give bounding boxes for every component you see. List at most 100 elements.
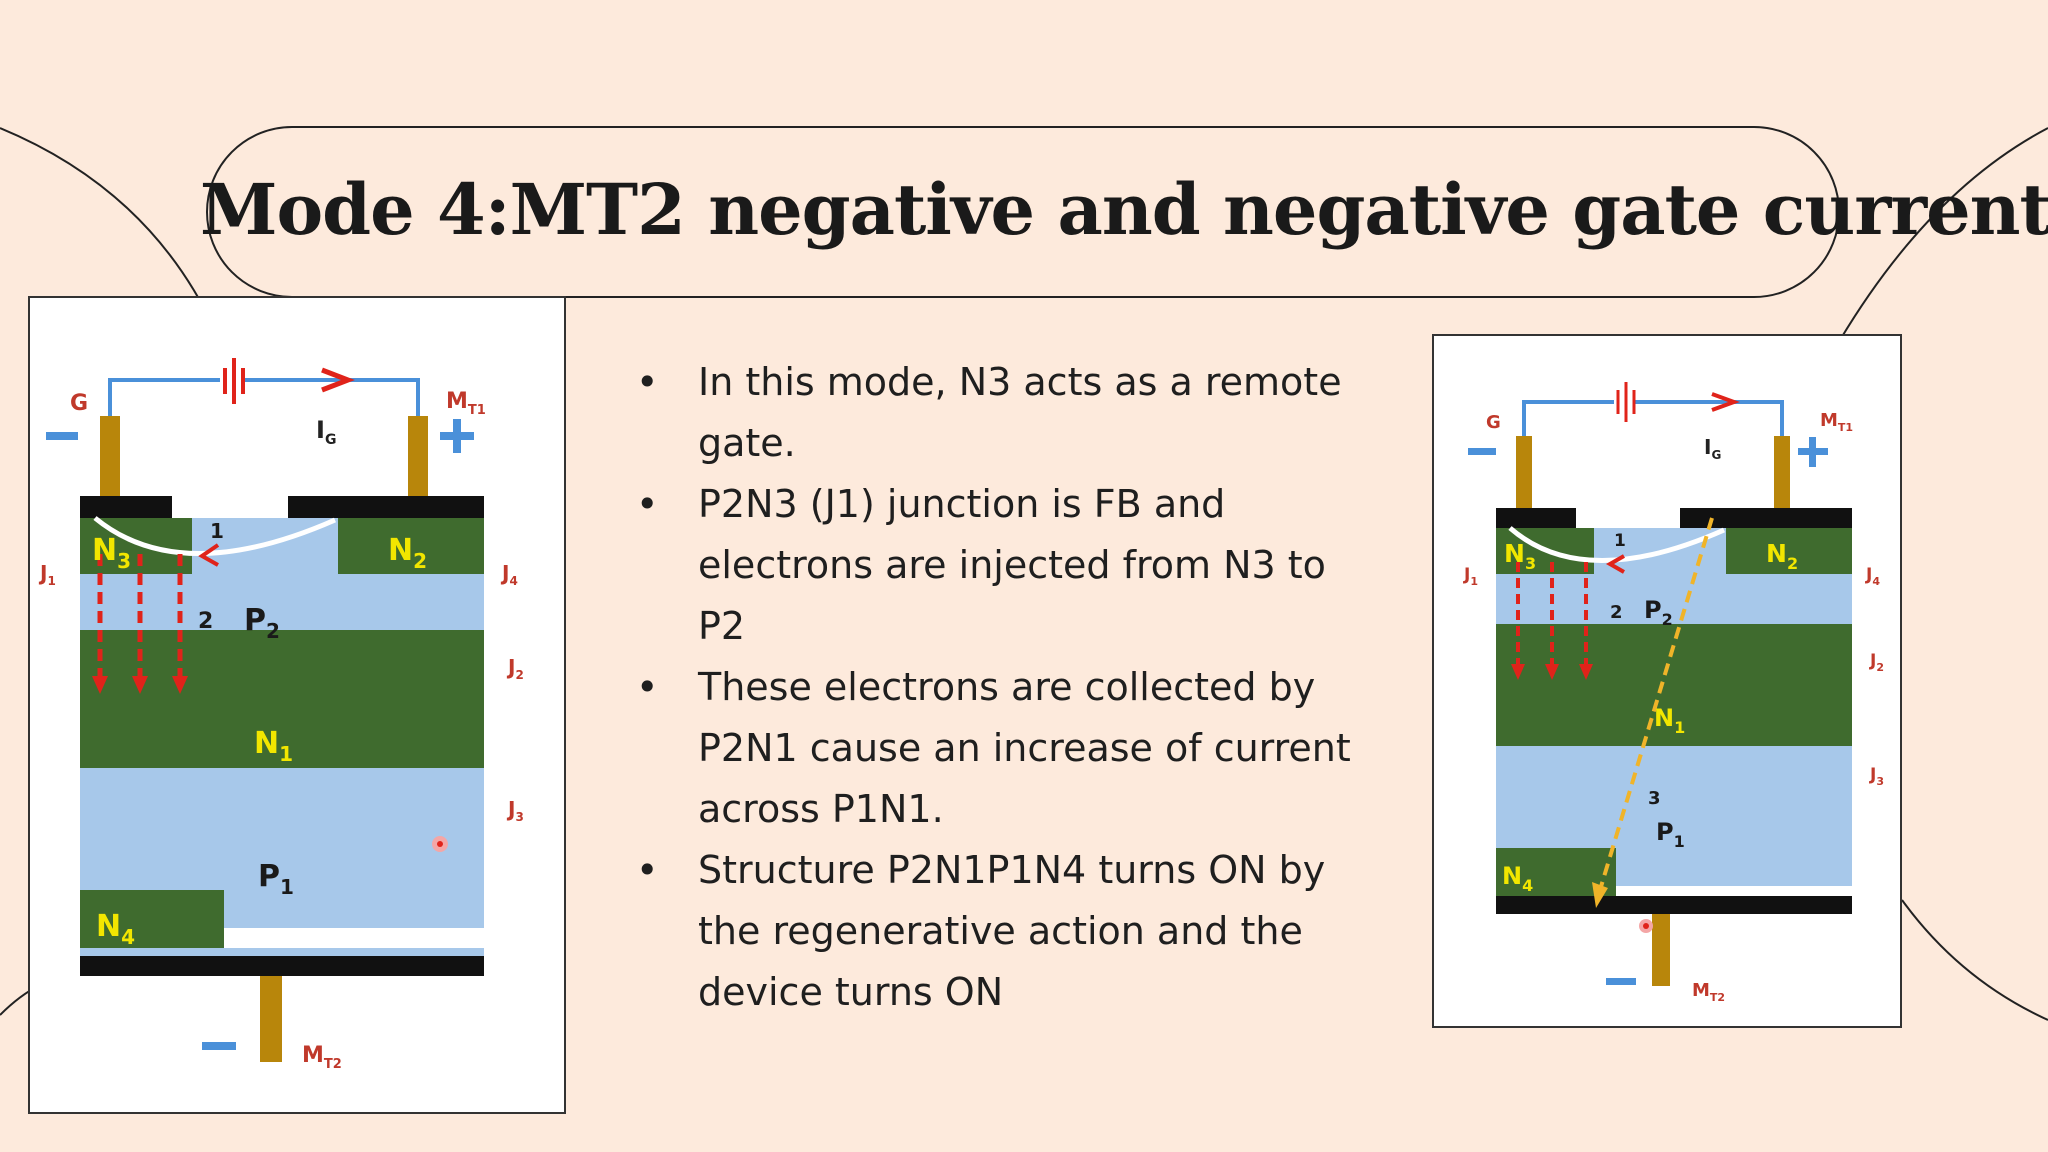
plus-icon: [1798, 437, 1828, 467]
j4-subscript: 4: [509, 574, 517, 588]
svg-text:J3: J3: [1869, 765, 1884, 788]
j3-label: J: [506, 797, 515, 821]
svg-text:N1: N1: [254, 726, 293, 766]
svg-text:IG: IG: [1704, 435, 1721, 462]
n4-subscript: 4: [121, 925, 135, 949]
p1-subscript: 1: [280, 875, 294, 899]
minus-icon: [46, 432, 78, 440]
p1-subscript: 1: [1674, 832, 1685, 851]
bullet-item: Structure P2N1P1N4 turns ON by the regen…: [636, 840, 1376, 1023]
bullet-list: In this mode, N3 acts as a remote gate. …: [636, 352, 1376, 1023]
n1-subscript: 1: [279, 742, 293, 766]
n1-label: N: [1654, 704, 1674, 732]
minus-icon: [1468, 448, 1496, 455]
svg-text:MT2: MT2: [302, 1043, 342, 1072]
svg-text:N2: N2: [388, 533, 427, 573]
svg-text:N1: N1: [1654, 704, 1685, 737]
p2-label: P: [244, 603, 266, 638]
current-arrow-icon: [1711, 392, 1740, 412]
svg-text:N4: N4: [96, 909, 135, 949]
svg-text:G: G: [1486, 412, 1501, 433]
n3-subscript: 3: [1525, 554, 1536, 573]
svg-text:MT1: MT1: [1820, 410, 1853, 434]
svg-text:N3: N3: [92, 533, 131, 573]
svg-text:J1: J1: [38, 561, 56, 588]
svg-text:J3: J3: [506, 797, 524, 824]
title-pill: [206, 126, 1840, 298]
j4-label: J: [500, 561, 509, 585]
j2-label: J: [506, 655, 515, 679]
minus-icon: [1606, 978, 1636, 985]
triac-structure-left: G MT1 MT2 IG N3 N2 P2 N1 P1 N4 J1 J4 J2 …: [38, 358, 524, 1072]
path-1-label: 1: [210, 519, 224, 543]
svg-text:J4: J4: [500, 561, 518, 588]
ig-label: I: [316, 416, 325, 444]
mt2-subscript: T2: [324, 1057, 342, 1072]
p2-subscript: 2: [1662, 610, 1673, 629]
path-2-label: 2: [1610, 602, 1623, 623]
svg-text:P1: P1: [1656, 818, 1685, 851]
mt2-label: M: [1692, 980, 1710, 1001]
svg-text:N3: N3: [1504, 539, 1536, 573]
path-2-label: 2: [198, 609, 213, 634]
j3-subscript: 3: [515, 810, 523, 824]
j1-subscript: 1: [1470, 575, 1478, 588]
n2-label: N: [1766, 539, 1787, 568]
svg-text:J2: J2: [1869, 651, 1884, 674]
j4-subscript: 4: [1872, 575, 1880, 588]
j2-subscript: 2: [515, 668, 523, 682]
path-1-label: 1: [1614, 531, 1626, 551]
n2-subscript: 2: [1787, 554, 1798, 573]
battery-icon: [223, 358, 245, 404]
svg-text:P1: P1: [258, 859, 294, 899]
mt1-label: M: [1820, 410, 1838, 431]
svg-text:IG: IG: [316, 416, 336, 448]
ig-subscript: G: [325, 432, 337, 448]
ig-label: I: [1704, 435, 1711, 459]
j4-label: J: [1865, 565, 1872, 585]
gate-label: G: [70, 391, 88, 416]
n3-label: N: [92, 533, 117, 568]
svg-text:N4: N4: [1502, 862, 1533, 895]
p2-subscript: 2: [266, 619, 280, 643]
svg-text:P2: P2: [244, 603, 280, 643]
n3-subscript: 3: [117, 549, 131, 573]
plus-icon: [440, 419, 474, 453]
n1-subscript: 1: [1674, 718, 1685, 737]
n1-label: N: [254, 726, 279, 761]
mt1-subscript: T1: [1838, 421, 1853, 434]
n2-subscript: 2: [413, 549, 427, 573]
n3-label: N: [1504, 539, 1525, 568]
j2-subscript: 2: [1876, 661, 1884, 674]
p1-label: P: [1656, 818, 1674, 846]
triac-structure-right: G MT1 MT2 IG N3 N2 P2 N1 P1 N4 J1 J4 J2 …: [1463, 382, 1884, 1004]
svg-text:G: G: [70, 391, 88, 416]
bullet-item: In this mode, N3 acts as a remote gate.: [636, 352, 1376, 474]
svg-text:J2: J2: [506, 655, 524, 682]
j3-subscript: 3: [1876, 775, 1884, 788]
svg-text:MT1: MT1: [446, 389, 486, 418]
n4-label: N: [1502, 862, 1522, 890]
current-arrow-icon: [321, 367, 355, 393]
mt1-label: M: [446, 389, 468, 414]
p1-label: P: [258, 859, 280, 894]
path-3-label: 3: [1648, 788, 1661, 809]
battery-icon: [1616, 382, 1636, 422]
j3-label: J: [1869, 765, 1876, 785]
ig-subscript: G: [1711, 448, 1721, 462]
j1-label: J: [38, 561, 47, 585]
p2-label: P: [1644, 596, 1662, 624]
mt2-label: M: [302, 1043, 324, 1068]
bullet-item: These electrons are collected by P2N1 ca…: [636, 657, 1376, 840]
n2-label: N: [388, 533, 413, 568]
svg-text:P2: P2: [1644, 596, 1673, 629]
j1-subscript: 1: [47, 574, 55, 588]
svg-text:J1: J1: [1463, 565, 1478, 588]
triac-diagram-left: G MT1 MT2 IG N3 N2 P2 N1 P1 N4 J1 J4 J2 …: [28, 296, 566, 1114]
bullet-item: P2N3 (J1) junction is FB and electrons a…: [636, 474, 1376, 657]
n4-label: N: [96, 909, 121, 944]
j1-label: J: [1463, 565, 1470, 585]
gate-label: G: [1486, 412, 1501, 433]
slide-title: Mode 4:MT2 negative and negative gate cu…: [200, 168, 2048, 251]
